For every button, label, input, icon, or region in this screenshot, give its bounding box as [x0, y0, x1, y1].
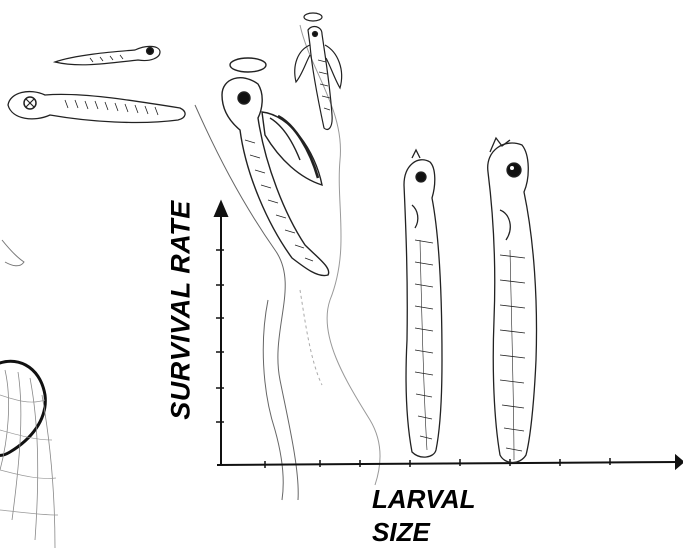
large-larva-left: [8, 92, 185, 123]
x-axis-label-line2: SIZE: [372, 516, 476, 549]
axes: [215, 202, 683, 468]
x-axis-label: LARVAL SIZE: [372, 483, 476, 549]
standing-larva-medium: [404, 150, 442, 457]
small-larva-top-left: [55, 46, 160, 64]
y-axis-arrowhead: [215, 202, 227, 216]
background-sketch-lines: [195, 25, 380, 500]
fishing-net-sketch: [0, 240, 58, 548]
angel-larva-large: [222, 58, 329, 276]
x-axis-arrowhead: [676, 456, 683, 468]
x-axis-label-line1: LARVAL: [372, 483, 476, 516]
standing-larva-large: [488, 138, 537, 463]
y-axis-label: SURVIVAL RATE: [166, 200, 197, 420]
